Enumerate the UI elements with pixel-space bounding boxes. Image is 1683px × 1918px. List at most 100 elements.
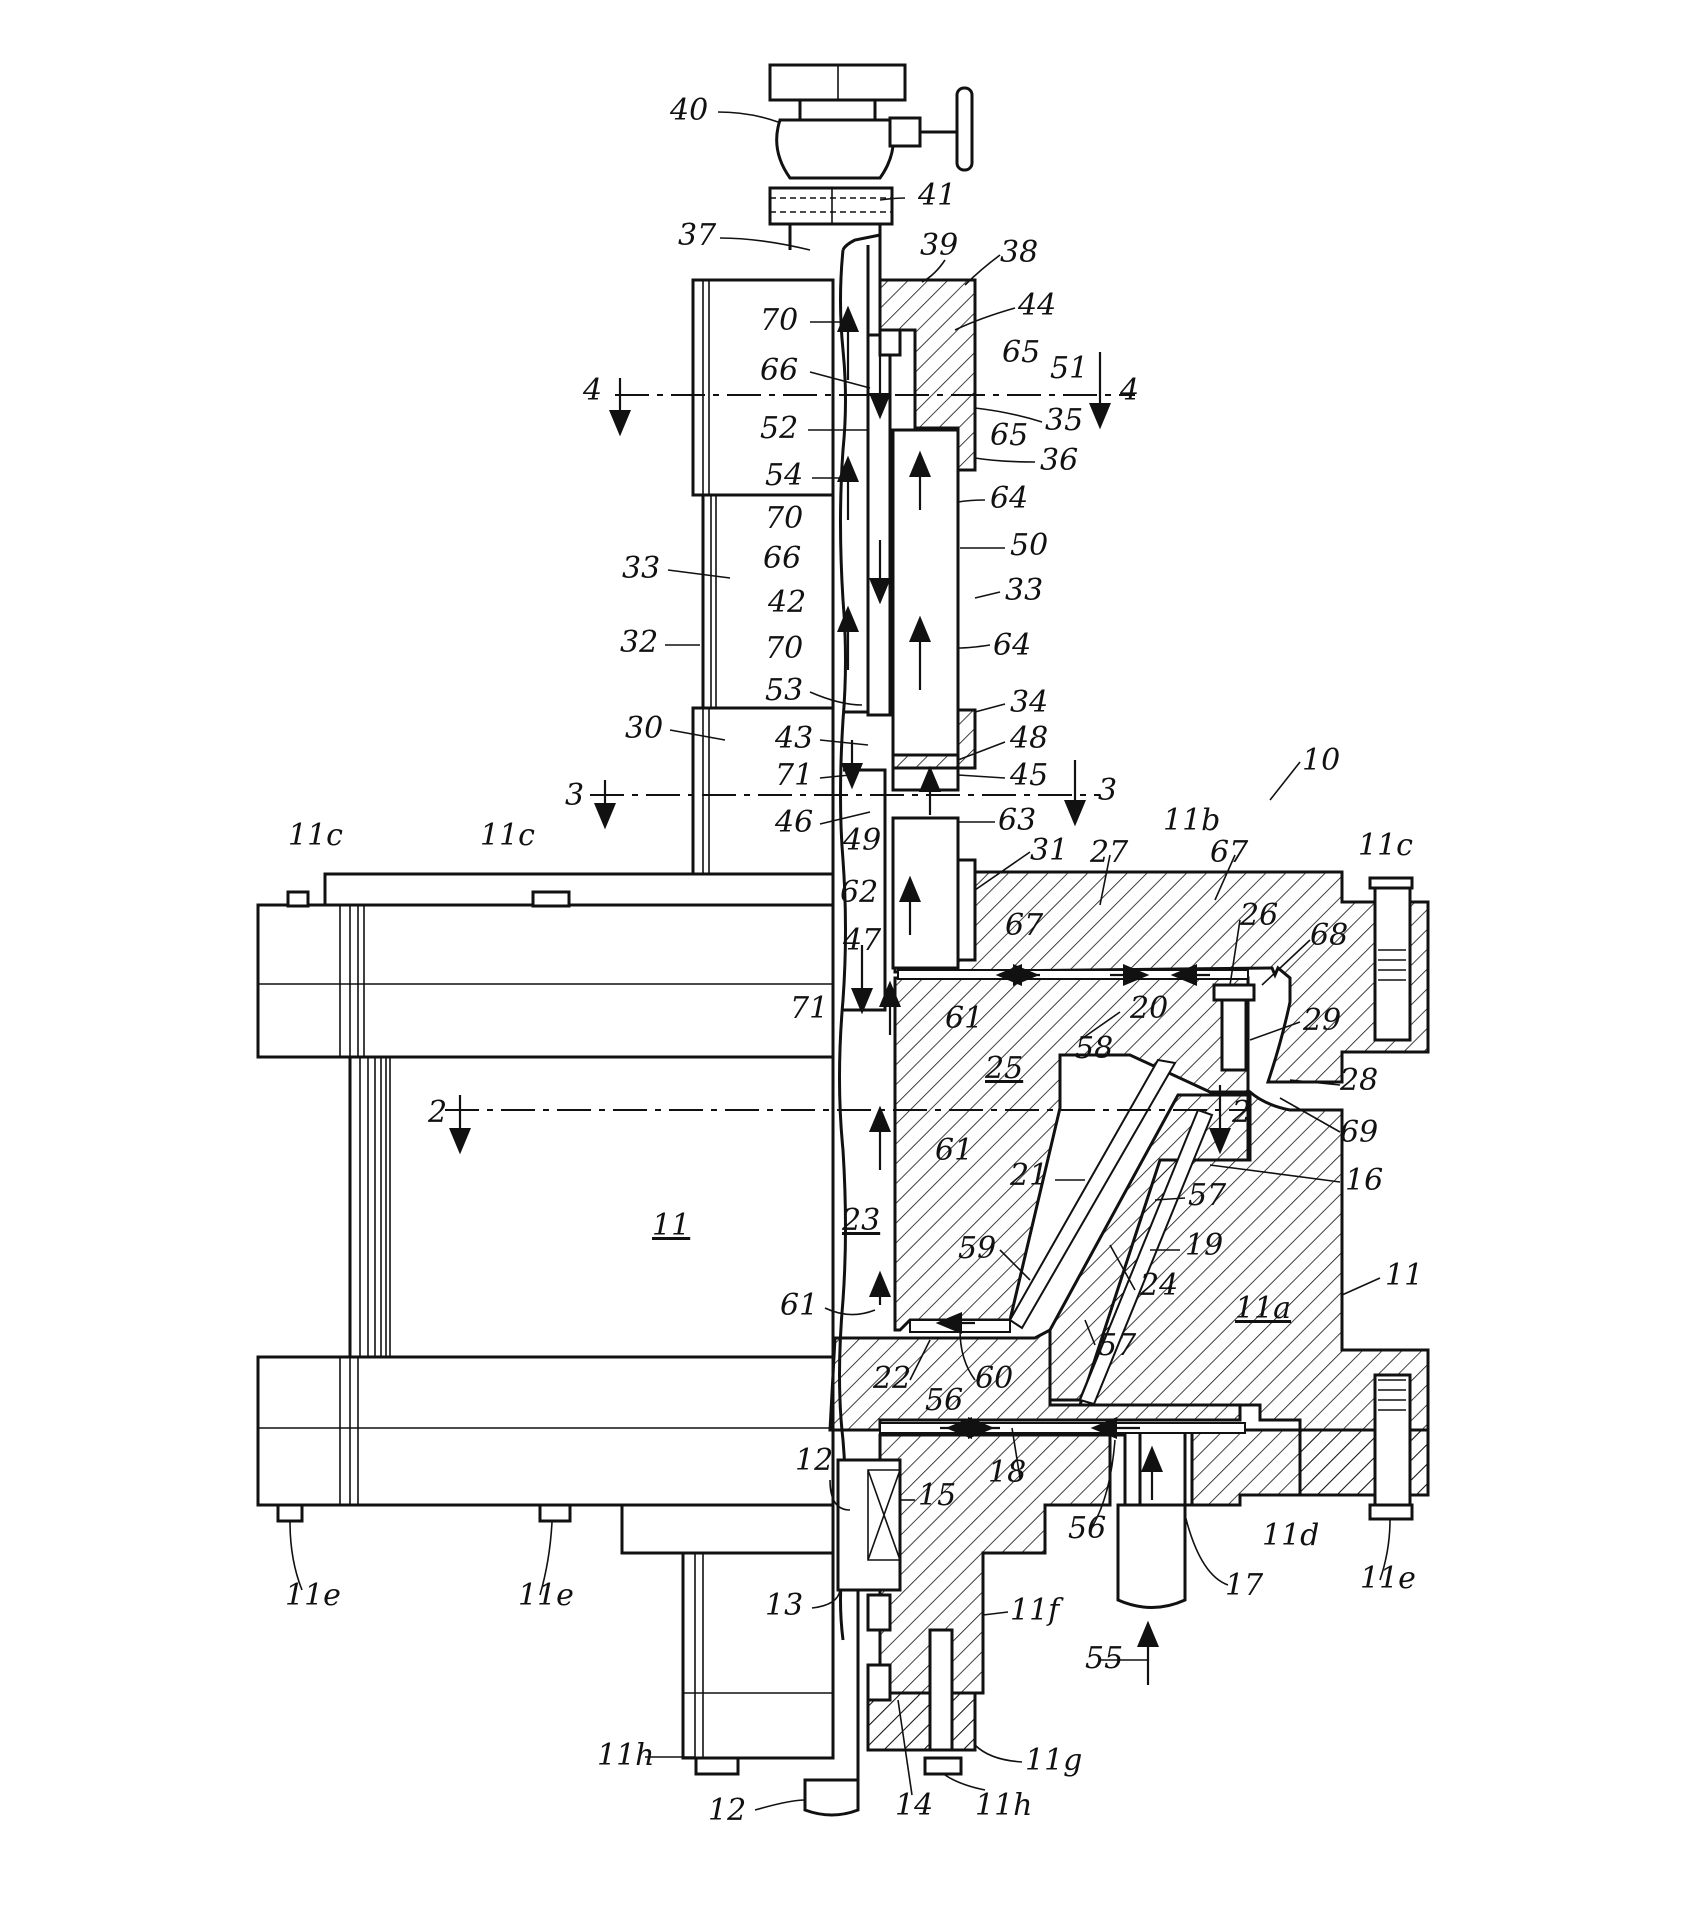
label-11e-3: 11e — [1360, 1561, 1416, 1596]
label-29: 29 — [1302, 1003, 1341, 1038]
section-lines — [445, 352, 1248, 1155]
label-65-a: 65 — [1002, 335, 1040, 370]
label-23: 23 — [841, 1203, 880, 1238]
label-11-right: 11 — [1385, 1258, 1423, 1293]
label-41: 41 — [917, 178, 956, 213]
reference-labels: 40 41 37 39 38 44 70 65 51 66 4 4 35 52 … — [285, 93, 1423, 1828]
label-63: 63 — [998, 803, 1036, 838]
chamber-49 — [891, 816, 960, 970]
label-16: 16 — [1345, 1163, 1383, 1198]
inlet-pipe-17 — [1116, 1503, 1187, 1609]
label-11c-2: 11c — [480, 818, 535, 853]
annulus-50 — [891, 428, 960, 757]
label-50: 50 — [1010, 528, 1048, 563]
label-53: 53 — [765, 673, 803, 708]
label-11f: 11f — [1010, 1593, 1064, 1628]
label-33-a: 33 — [622, 551, 660, 586]
label-11c-1: 11c — [288, 818, 343, 853]
inner-tubes — [803, 233, 960, 1817]
label-11d: 11d — [1262, 1518, 1319, 1553]
lower-plate — [828, 1327, 1242, 1432]
flow-arrows — [837, 305, 1210, 1685]
label-14: 14 — [895, 1788, 933, 1823]
label-21: 21 — [1009, 1158, 1048, 1193]
label-71-a: 71 — [775, 758, 813, 793]
label-60: 60 — [975, 1361, 1013, 1396]
label-67-a: 67 — [1210, 835, 1249, 870]
label-25: 25 — [984, 1051, 1023, 1086]
label-13: 13 — [765, 1588, 803, 1623]
label-11h-1: 11h — [597, 1738, 655, 1773]
column-lower-ring — [691, 706, 835, 876]
label-43: 43 — [774, 721, 813, 756]
housing-section — [828, 278, 1430, 1776]
label-11b: 11b — [1163, 803, 1220, 838]
lower-gland — [681, 1551, 835, 1760]
label-71-b: 71 — [790, 991, 828, 1026]
label-11e-1: 11e — [285, 1578, 341, 1613]
label-3-left: 3 — [565, 778, 584, 813]
upper-flange — [256, 903, 835, 1059]
label-18: 18 — [988, 1455, 1026, 1490]
label-51: 51 — [1050, 351, 1088, 386]
label-55: 55 — [1085, 1641, 1123, 1676]
label-12-b: 12 — [708, 1793, 746, 1828]
column-tube — [701, 493, 835, 710]
label-57-a: 57 — [1188, 1178, 1227, 1213]
upper-flange-lip — [323, 872, 835, 907]
label-65-b: 65 — [990, 418, 1028, 453]
label-70-b: 70 — [765, 501, 803, 536]
label-67-b: 67 — [1005, 908, 1044, 943]
label-64-b: 64 — [993, 628, 1031, 663]
label-36: 36 — [1040, 443, 1078, 478]
label-33-b: 33 — [1005, 573, 1043, 608]
label-28: 28 — [1339, 1063, 1378, 1098]
label-24: 24 — [1139, 1268, 1178, 1303]
label-32: 32 — [620, 625, 658, 660]
label-52: 52 — [760, 411, 798, 446]
label-48: 48 — [1009, 721, 1048, 756]
upper-column — [691, 63, 974, 876]
label-62: 62 — [840, 875, 878, 910]
label-56-a: 56 — [925, 1383, 963, 1418]
label-47: 47 — [842, 923, 882, 958]
label-70-a: 70 — [760, 303, 798, 338]
column-upper-ring — [691, 278, 835, 497]
shaft-12 — [803, 1778, 860, 1817]
label-64-a: 64 — [990, 481, 1028, 516]
label-15: 15 — [918, 1478, 956, 1513]
leader-lines — [289, 111, 1391, 1811]
label-37: 37 — [678, 218, 717, 253]
label-27: 27 — [1089, 835, 1129, 870]
label-20: 20 — [1129, 991, 1168, 1026]
label-4-right: 4 — [1119, 373, 1139, 408]
body-cylinder — [348, 1055, 835, 1359]
label-26: 26 — [1239, 898, 1278, 933]
label-46: 46 — [774, 805, 813, 840]
label-30: 30 — [625, 711, 663, 746]
label-11a: 11a — [1235, 1291, 1291, 1326]
label-11g: 11g — [1025, 1743, 1082, 1778]
valve-handle — [955, 86, 974, 172]
label-17: 17 — [1225, 1568, 1264, 1603]
lower-flange — [256, 1355, 835, 1507]
label-54: 54 — [765, 458, 803, 493]
label-44: 44 — [1017, 288, 1056, 323]
label-11h-2: 11h — [975, 1788, 1033, 1823]
label-39: 39 — [920, 228, 958, 263]
label-11-main: 11 — [652, 1208, 690, 1243]
label-61-c: 61 — [780, 1288, 818, 1323]
label-11c-3: 11c — [1358, 828, 1413, 863]
label-11e-2: 11e — [518, 1578, 574, 1613]
label-10: 10 — [1302, 743, 1340, 778]
label-70-c: 70 — [765, 631, 803, 666]
valve-body — [775, 118, 895, 180]
valve-nut — [768, 186, 894, 226]
label-38: 38 — [1000, 235, 1038, 270]
label-66-a: 66 — [760, 353, 798, 388]
label-58: 58 — [1075, 1031, 1113, 1066]
label-12-a: 12 — [795, 1443, 833, 1478]
label-2-left: 2 — [427, 1095, 447, 1130]
label-69: 69 — [1340, 1115, 1378, 1150]
